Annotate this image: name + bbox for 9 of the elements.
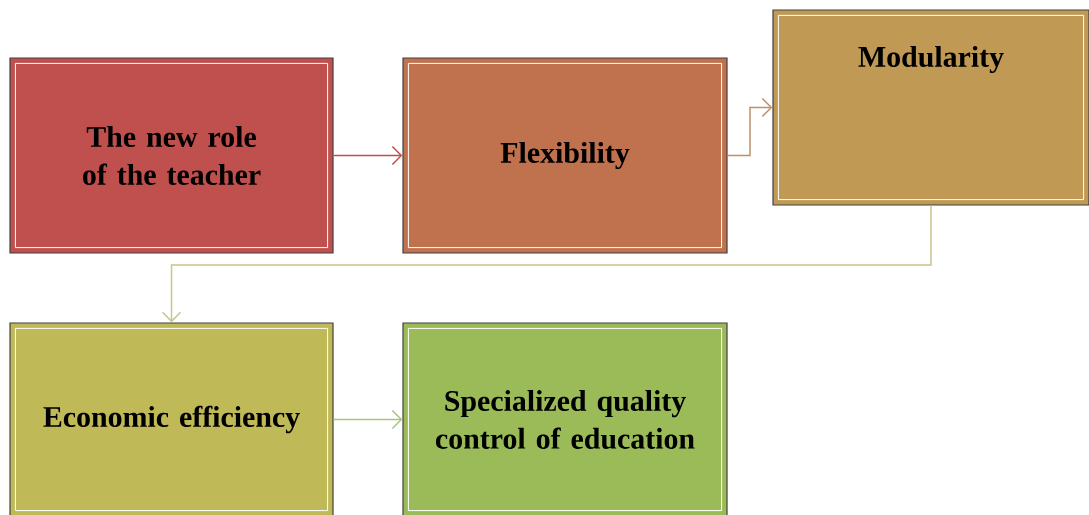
- process-box: Economic efficiency: [9, 322, 334, 515]
- process-box: Modularity: [772, 9, 1089, 206]
- arrow: [161, 204, 932, 323]
- arrow: [332, 409, 403, 430]
- process-box: Specialized quality control of education: [402, 322, 728, 515]
- process-box: The new role of the teacher: [9, 57, 334, 254]
- process-box: Flexibility: [402, 57, 728, 254]
- arrow: [332, 145, 403, 166]
- arrow: [726, 97, 773, 157]
